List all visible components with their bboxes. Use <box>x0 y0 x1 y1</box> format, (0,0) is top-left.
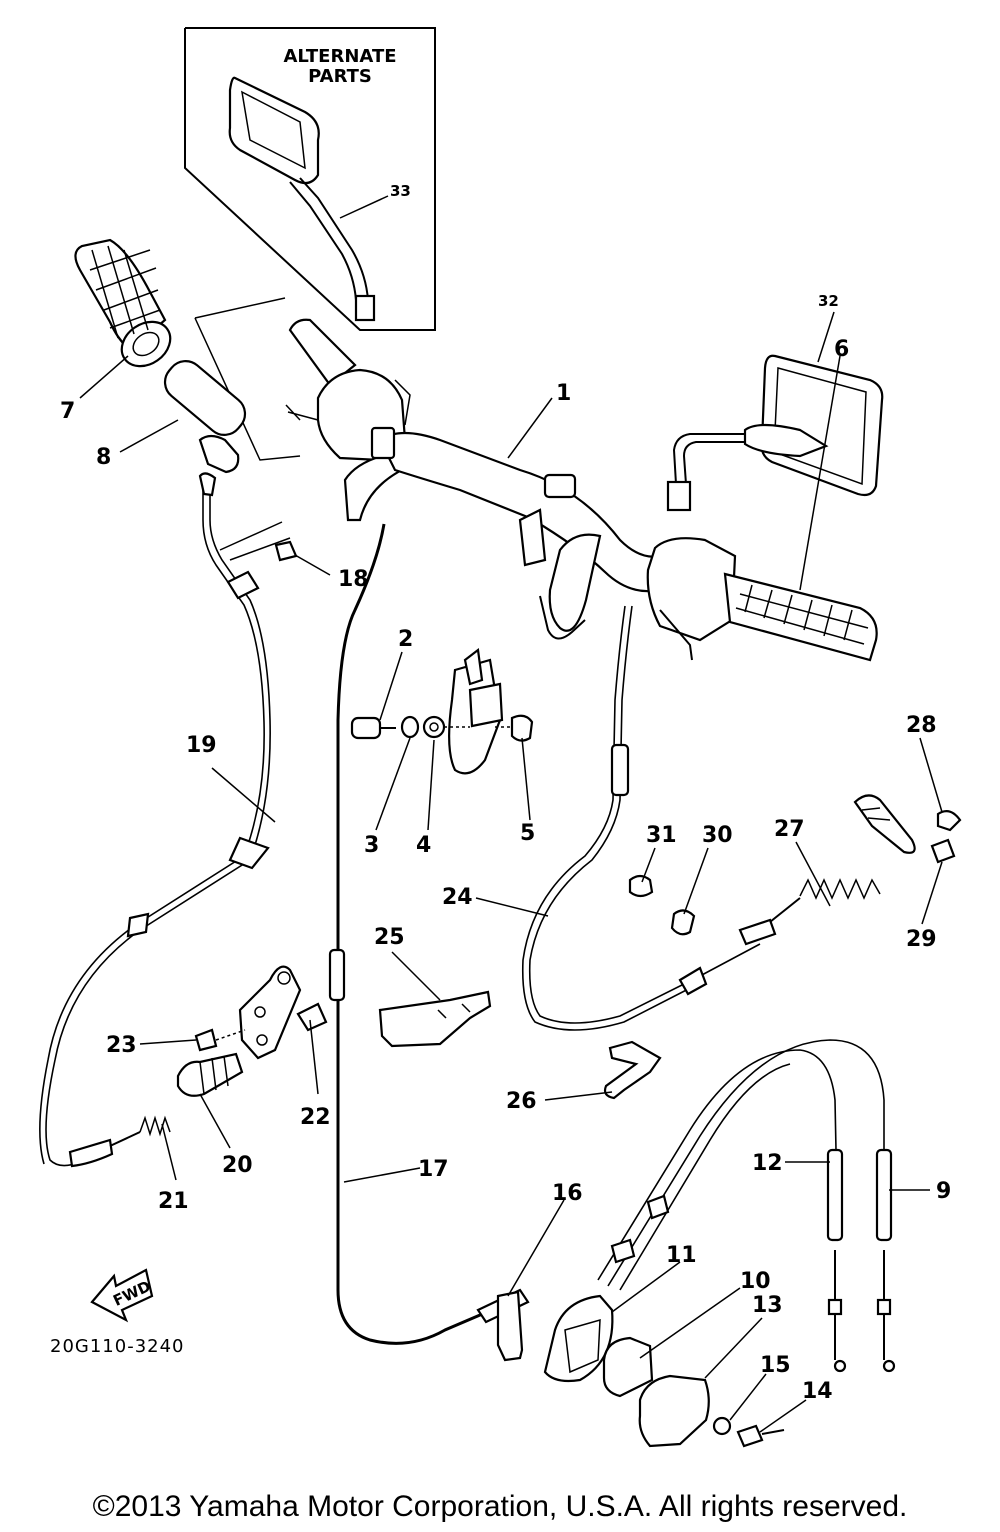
callout-23: 23 <box>106 1033 137 1058</box>
copyright-notice: ©2013 Yamaha Motor Corporation, U.S.A. A… <box>92 1490 908 1523</box>
callout-3: 3 <box>364 833 379 858</box>
callout-33: 33 <box>390 182 411 200</box>
left-grip-7-drawing <box>74 238 172 368</box>
callout-10: 10 <box>740 1269 771 1294</box>
callout-25: 25 <box>374 925 405 950</box>
callout-2: 2 <box>398 627 413 652</box>
callout-4: 4 <box>416 833 431 858</box>
diagram-code: 20G110-3240 <box>50 1336 185 1357</box>
cable-17-drawing <box>328 523 530 1345</box>
throttle-cables-9-12-drawing <box>597 1039 896 1373</box>
callout-18: 18 <box>338 567 369 592</box>
callout-12: 12 <box>752 1151 783 1176</box>
callout-6: 6 <box>834 337 849 362</box>
lever-27-29-drawing <box>738 794 962 946</box>
callout-11: 11 <box>666 1243 697 1268</box>
callout-32: 32 <box>818 292 839 310</box>
parts-30-31-drawing <box>628 874 696 936</box>
callout-17: 17 <box>418 1157 449 1182</box>
callout-19: 19 <box>186 733 217 758</box>
inset-title-line1: ALTERNATE <box>283 46 396 67</box>
callout-14: 14 <box>802 1379 833 1404</box>
callout-24: 24 <box>442 885 473 910</box>
callout-9: 9 <box>936 1179 951 1204</box>
handlebar-parts-diagram: ALTERNATE PARTS <box>39 27 962 1448</box>
handlebar-1-drawing <box>370 426 662 593</box>
callout-1: 1 <box>556 381 571 406</box>
callout-22: 22 <box>300 1105 331 1130</box>
callout-16: 16 <box>552 1181 583 1206</box>
lever-bracket-drawing <box>448 508 602 775</box>
callout-29: 29 <box>906 927 937 952</box>
hardware-2-5-drawing <box>350 714 534 742</box>
callout-30: 30 <box>702 823 733 848</box>
inset-title-line2: PARTS <box>308 66 372 87</box>
leader-lines <box>79 195 943 1433</box>
throttle-housing-drawing <box>496 1290 785 1448</box>
callout-26: 26 <box>506 1089 537 1114</box>
cable-24-drawing <box>521 605 761 1031</box>
callout-15: 15 <box>760 1353 791 1378</box>
callout-31: 31 <box>646 823 677 848</box>
callout-27: 27 <box>774 817 805 842</box>
throttle-grip-8-drawing <box>163 297 357 474</box>
bracket-25-drawing <box>378 990 492 1048</box>
callout-7: 7 <box>60 399 75 424</box>
callout-8: 8 <box>96 445 111 470</box>
fwd-arrow: FWD <box>90 1268 153 1323</box>
mirror-33-drawing <box>228 76 376 322</box>
callout-28: 28 <box>906 713 937 738</box>
callout-numbers: 1 2 3 4 5 6 7 8 9 10 11 12 13 14 15 16 1… <box>60 182 951 1404</box>
screw-18-drawing <box>219 521 298 562</box>
right-grip-6-drawing <box>646 537 878 662</box>
mirror-32-drawing <box>666 354 884 512</box>
alternate-parts-inset: ALTERNATE PARTS <box>184 27 436 331</box>
cable-19-drawing <box>39 472 271 1168</box>
callout-13: 13 <box>752 1293 783 1318</box>
callout-20: 20 <box>222 1153 253 1178</box>
callout-21: 21 <box>158 1189 189 1214</box>
callout-5: 5 <box>520 821 535 846</box>
adjuster-assembly-drawing <box>139 965 328 1137</box>
part-26-drawing <box>603 1040 662 1100</box>
